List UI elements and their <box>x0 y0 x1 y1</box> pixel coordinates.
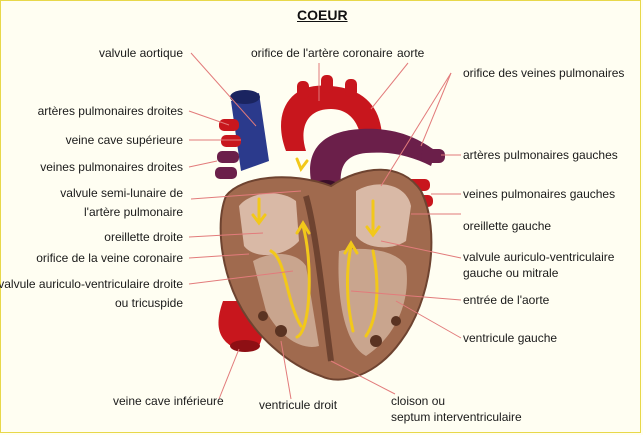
label-arteres-pulmonaires-droites: artères pulmonaires droites <box>37 104 183 118</box>
label-cloison-2: septum interventriculaire <box>391 410 522 424</box>
label-orifice-artere-coronaire: orifice de l'artère coronaire <box>251 46 393 60</box>
label-valvule-aortique: valvule aortique <box>98 46 183 60</box>
superior-vena-cava-shape <box>230 90 269 171</box>
label-veine-cave-inferieure: veine cave inférieure <box>113 394 224 408</box>
heart-body <box>219 168 433 381</box>
label-aorte: aorte <box>397 46 425 60</box>
label-valvule-av-gauche-1: valvule auriculo-ventriculaire <box>463 250 615 264</box>
label-arteres-pulmonaires-gauches: artères pulmonaires gauches <box>463 148 618 162</box>
label-veines-pulmonaires-gauches: veines pulmonaires gauches <box>463 187 616 201</box>
blood-flow-arrows <box>251 157 381 339</box>
label-oreillette-droite: oreillette droite <box>104 230 183 244</box>
label-veines-pulmonaires-droites: veines pulmonaires droites <box>40 160 183 174</box>
label-valvule-av-droite-1: valvule auriculo-ventriculaire droite <box>0 277 183 291</box>
label-valvule-semi-lunaire-2: l'artère pulmonaire <box>83 205 183 219</box>
label-cloison-1: cloison ou <box>391 394 446 408</box>
label-veine-cave-superieure: veine cave supérieure <box>65 133 183 147</box>
label-ventricule-gauche: ventricule gauche <box>463 331 558 345</box>
label-orifice-veines-pulmonaires: orifice des veines pulmonaires <box>463 66 625 80</box>
label-valvule-semi-lunaire-1: valvule semi-lunaire de <box>60 186 183 200</box>
label-valvule-av-gauche-2: gauche ou mitrale <box>463 266 559 280</box>
aorta-shape <box>281 75 382 151</box>
label-entree-aorte: entrée de l'aorte <box>463 293 550 307</box>
label-valvule-av-droite-2: ou tricuspide <box>114 296 183 310</box>
label-orifice-veine-coronaire: orifice de la veine coronaire <box>36 251 183 265</box>
leader-lines <box>188 52 462 400</box>
diagram-title: COEUR <box>297 7 348 23</box>
label-oreillette-gauche: oreillette gauche <box>463 219 552 233</box>
label-ventricule-droit: ventricule droit <box>259 398 338 412</box>
right-pulmonary-vessels <box>215 119 241 179</box>
